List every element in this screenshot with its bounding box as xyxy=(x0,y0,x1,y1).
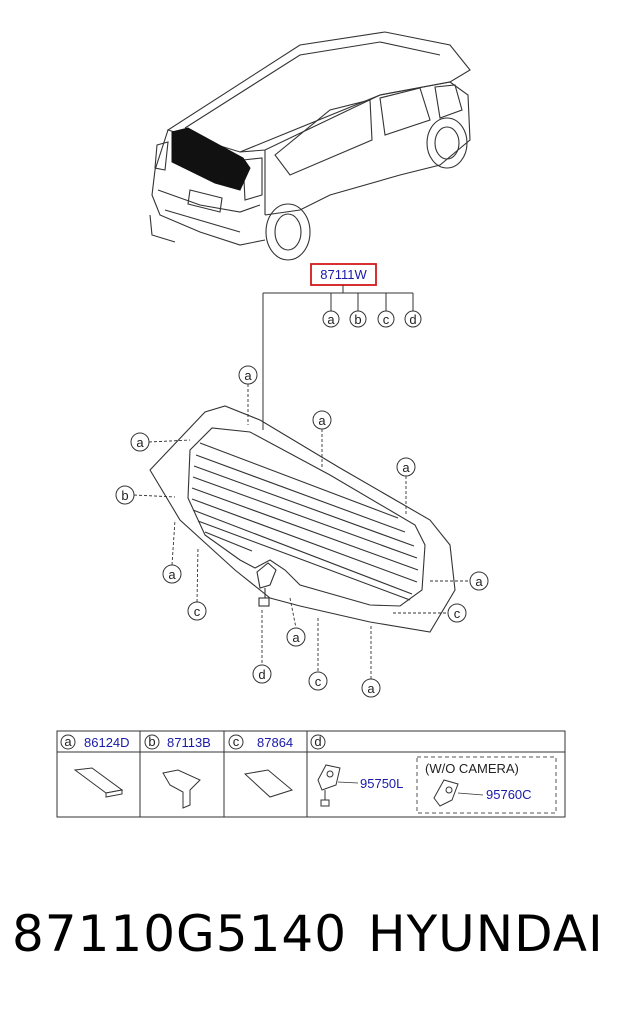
footer-part-number: 87110G5140 xyxy=(12,905,348,963)
main-part-number: 87111W xyxy=(320,267,367,282)
panel-callouts: a a b a a a c a c a d c a xyxy=(115,365,489,698)
panel-callout-a: a xyxy=(367,681,375,696)
legend-letter-b: b xyxy=(148,734,155,749)
panel-callout-a: a xyxy=(292,630,300,645)
panel-callout-d: d xyxy=(258,667,265,682)
legend-letter-c: c xyxy=(233,734,240,749)
car-illustration xyxy=(149,31,471,261)
legend-part-c: 87864 xyxy=(257,735,293,750)
tree-callouts: a b c d xyxy=(322,310,422,328)
legend-part-a: 86124D xyxy=(84,735,130,750)
callout-tree xyxy=(262,285,414,430)
panel-callout-a: a xyxy=(475,574,483,589)
legend-table: a 86124D b 87113B c 87864 d 95750L (W xyxy=(56,730,566,818)
part-b-sketch xyxy=(162,769,201,809)
part-d-alt-sketch xyxy=(433,779,459,807)
panel-callout-a: a xyxy=(318,413,326,428)
panel-callout-c: c xyxy=(194,604,201,619)
panel-callout-a: a xyxy=(136,435,144,450)
car-rear-glass xyxy=(171,127,251,191)
panel-callout-a: a xyxy=(168,567,176,582)
part-d-camera-sketch xyxy=(317,764,341,807)
panel-callout-c: c xyxy=(454,606,461,621)
rear-glass-panel xyxy=(149,405,456,633)
part-c-sketch xyxy=(243,769,294,798)
parts-diagram: 87111W a b c d xyxy=(56,31,566,818)
part-a-sketch xyxy=(73,767,124,798)
tree-callout-a: a xyxy=(327,312,335,327)
panel-leaders xyxy=(133,384,470,679)
tree-callout-c: c xyxy=(383,312,390,327)
tree-callout-d: d xyxy=(409,312,416,327)
legend-d-alt-label: (W/O CAMERA) xyxy=(425,761,519,776)
legend-part-d-alt: 95760C xyxy=(486,787,532,802)
legend-part-b: 87113B xyxy=(167,735,211,750)
legend-letter-d: d xyxy=(314,734,321,749)
tree-callout-b: b xyxy=(354,312,361,327)
legend-part-d-main: 95750L xyxy=(360,776,403,791)
panel-callout-a: a xyxy=(402,460,410,475)
footer-brand: HYUNDAI xyxy=(368,905,604,963)
panel-callout-a: a xyxy=(244,368,252,383)
legend-letter-a: a xyxy=(64,734,72,749)
panel-callout-c: c xyxy=(315,674,322,689)
panel-callout-b: b xyxy=(121,488,128,503)
